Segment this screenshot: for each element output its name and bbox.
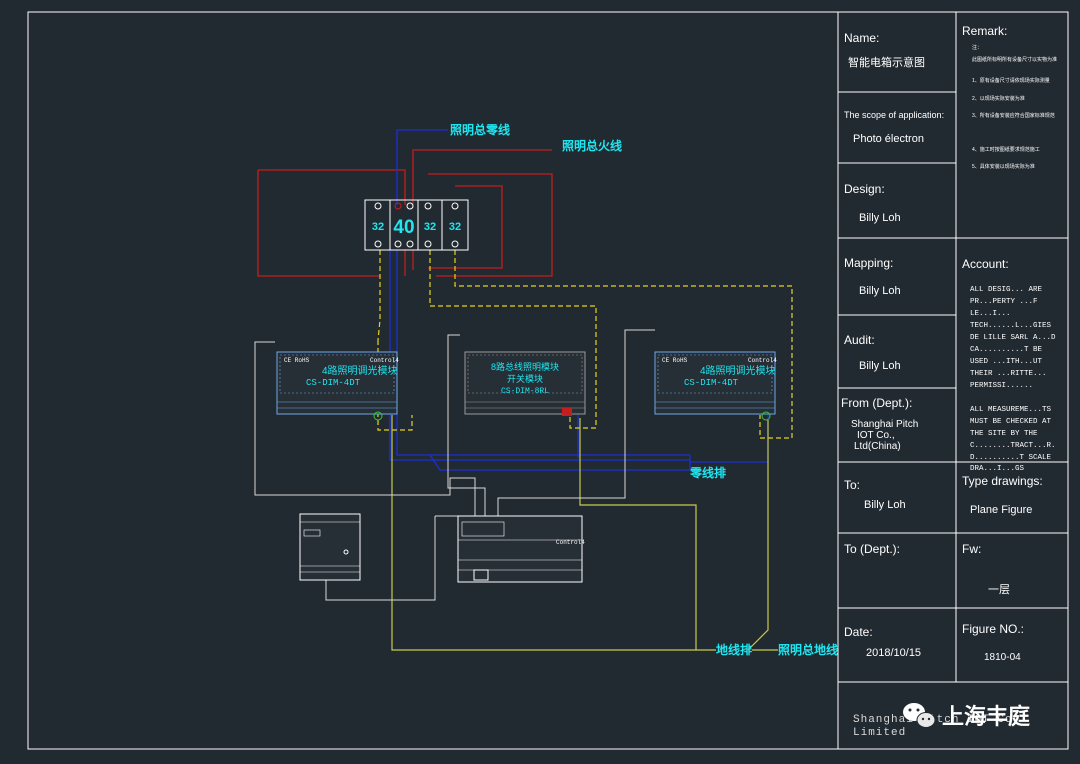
date-value: 2018/10/15 xyxy=(866,647,921,659)
account-text: ALL DESIG... ARE PR...PERTY ...F LE...I.… xyxy=(970,286,1056,473)
name-value: 智能电箱示意图 xyxy=(848,55,925,69)
module-left-title: 4路照明调光模块 xyxy=(322,364,398,377)
dimmer-module-right: CE RoHS Control4 4路照明调光模块 CS-DIM-4DT xyxy=(654,351,777,421)
figure-no-value: 1810-04 xyxy=(984,652,1021,663)
name-label: Name: xyxy=(844,31,879,45)
scope-value: Photo électron xyxy=(853,133,924,145)
figure-no-label: Figure NO.: xyxy=(962,622,1024,636)
svg-text:C........TRACT...R.: C........TRACT...R. xyxy=(970,442,1056,450)
svg-text:DE LILLE SARL A...D: DE LILLE SARL A...D xyxy=(970,334,1056,342)
svg-text:PR...PERTY ...F: PR...PERTY ...F xyxy=(970,298,1038,306)
drawing-frame xyxy=(27,11,1069,750)
svg-text:CA..........T BE: CA..........T BE xyxy=(970,346,1043,354)
svg-text:MUST BE CHECKED AT: MUST BE CHECKED AT xyxy=(970,418,1052,426)
ground-wires xyxy=(391,415,778,651)
mapping-label: Mapping: xyxy=(844,256,893,270)
ground-wire-label: 照明总地线 xyxy=(778,642,838,657)
breaker-rating-3: 32 xyxy=(424,221,436,233)
type-drawings-value: Plane Figure xyxy=(970,504,1032,516)
svg-text:2、以现场实际安装为准: 2、以现场实际安装为准 xyxy=(972,95,1025,102)
live-wire-label: 照明总火线 xyxy=(562,138,622,153)
breaker-rating-1: 32 xyxy=(372,221,384,233)
from-dept-value-3: Ltd(China) xyxy=(854,441,901,452)
svg-text:CE RoHS: CE RoHS xyxy=(284,357,310,364)
fw-value: 一层 xyxy=(988,583,1010,596)
svg-text:Control4: Control4 xyxy=(370,357,399,364)
wiring-diagram: 32 40 32 32 CE RoHS Control4 4路照明调光模块 CS… xyxy=(254,122,838,657)
module-left-model: CS-DIM-4DT xyxy=(306,378,361,388)
company-name-line2: Limited xyxy=(853,727,906,739)
title-block xyxy=(837,12,1068,749)
svg-text:ALL DESIG... ARE: ALL DESIG... ARE xyxy=(970,286,1043,294)
controller-module: Control4 xyxy=(457,515,585,583)
svg-text:THE SITE BY THE: THE SITE BY THE xyxy=(970,430,1038,438)
svg-text:THEIR ...RITTE...: THEIR ...RITTE... xyxy=(970,370,1047,378)
svg-text:PERMISSI......: PERMISSI...... xyxy=(970,382,1033,390)
svg-text:TECH......L...GIES: TECH......L...GIES xyxy=(970,322,1052,330)
ground-bar-label: 地线排 xyxy=(716,642,752,657)
svg-text:CE RoHS: CE RoHS xyxy=(662,357,688,364)
svg-text:1、原有设备尺寸请依现场实际测量: 1、原有设备尺寸请依现场实际测量 xyxy=(972,77,1050,84)
module-wires xyxy=(254,329,655,601)
dimmer-module-left: CE RoHS Control4 4路照明调光模块 CS-DIM-4DT xyxy=(276,351,399,421)
remark-label: Remark: xyxy=(962,24,1007,38)
type-drawings-label: Type drawings: xyxy=(962,474,1043,488)
audit-label: Audit: xyxy=(844,333,875,347)
power-supply-module xyxy=(299,513,361,581)
svg-text:Control4: Control4 xyxy=(556,539,585,546)
module-middle-title: 8路总线照明模块 xyxy=(491,361,559,372)
company-name-line1: Shanghai Pitch IOT Co. xyxy=(853,714,1020,726)
module-middle-subtitle: 开关模块 xyxy=(507,373,543,384)
live-wires xyxy=(257,149,553,277)
remark-text: 注： 此图纸所标明所有设备尺寸以实物为准 1、原有设备尺寸请依现场实际测量 2、… xyxy=(972,44,1057,170)
neutral-wires xyxy=(389,129,769,471)
breaker-rating-4: 32 xyxy=(449,221,461,233)
design-label: Design: xyxy=(844,182,885,196)
switch-module-middle: 8路总线照明模块 开关模块 CS-DIM-8RL xyxy=(464,351,586,416)
to-dept-label: To (Dept.): xyxy=(844,542,900,556)
module-right-model: CS-DIM-4DT xyxy=(684,378,739,388)
design-value: Billy Loh xyxy=(859,212,901,224)
svg-text:DRA...I...GS: DRA...I...GS xyxy=(970,465,1025,473)
to-label: To: xyxy=(844,478,860,492)
watermark-text: 上海丰庭 xyxy=(942,704,1030,729)
svg-text:此图纸所标明所有设备尺寸以实物为准: 此图纸所标明所有设备尺寸以实物为准 xyxy=(972,56,1057,63)
from-dept-value-2: IOT Co., xyxy=(857,430,895,441)
svg-text:3、所有设备安装应符合国家标准规范: 3、所有设备安装应符合国家标准规范 xyxy=(972,112,1055,119)
date-label: Date: xyxy=(844,625,873,639)
neutral-wire-label: 照明总零线 xyxy=(450,122,510,137)
account-label: Account: xyxy=(962,257,1009,271)
svg-text:4、施工时按图纸要求规范施工: 4、施工时按图纸要求规范施工 xyxy=(972,146,1040,153)
audit-value: Billy Loh xyxy=(859,360,901,372)
breaker-rating-2: 40 xyxy=(393,217,414,238)
svg-text:ALL MEASUREME...TS: ALL MEASUREME...TS xyxy=(970,406,1052,414)
from-dept-label: From (Dept.): xyxy=(841,396,912,410)
scope-label: The scope of application: xyxy=(844,110,944,120)
svg-text:注：: 注： xyxy=(972,44,982,51)
breaker-housing xyxy=(364,199,469,251)
wechat-icon xyxy=(903,703,936,728)
svg-text:Control4: Control4 xyxy=(748,357,777,364)
breaker-block: 32 40 32 32 xyxy=(364,199,469,251)
svg-text:LE...I...: LE...I... xyxy=(970,310,1011,318)
svg-text:D..........T SCALE: D..........T SCALE xyxy=(970,454,1052,462)
module-right-title: 4路照明调光模块 xyxy=(700,364,776,377)
to-value: Billy Loh xyxy=(864,499,906,511)
svg-text:USED ...ITH...UT: USED ...ITH...UT xyxy=(970,358,1043,366)
mapping-value: Billy Loh xyxy=(859,285,901,297)
neutral-bar-label: 零线排 xyxy=(689,465,726,480)
fw-label: Fw: xyxy=(962,542,981,556)
svg-text:5、具体安装以现场实际为准: 5、具体安装以现场实际为准 xyxy=(972,163,1035,170)
module-middle-model: CS-DIM-8RL xyxy=(501,387,549,396)
company-footer: Shanghai Pitch IOT Co. Limited 上海丰庭 xyxy=(853,703,1030,739)
title-block-text: Name: 智能电箱示意图 The scope of application: … xyxy=(841,24,1057,663)
from-dept-value-1: Shanghai Pitch xyxy=(851,419,918,430)
